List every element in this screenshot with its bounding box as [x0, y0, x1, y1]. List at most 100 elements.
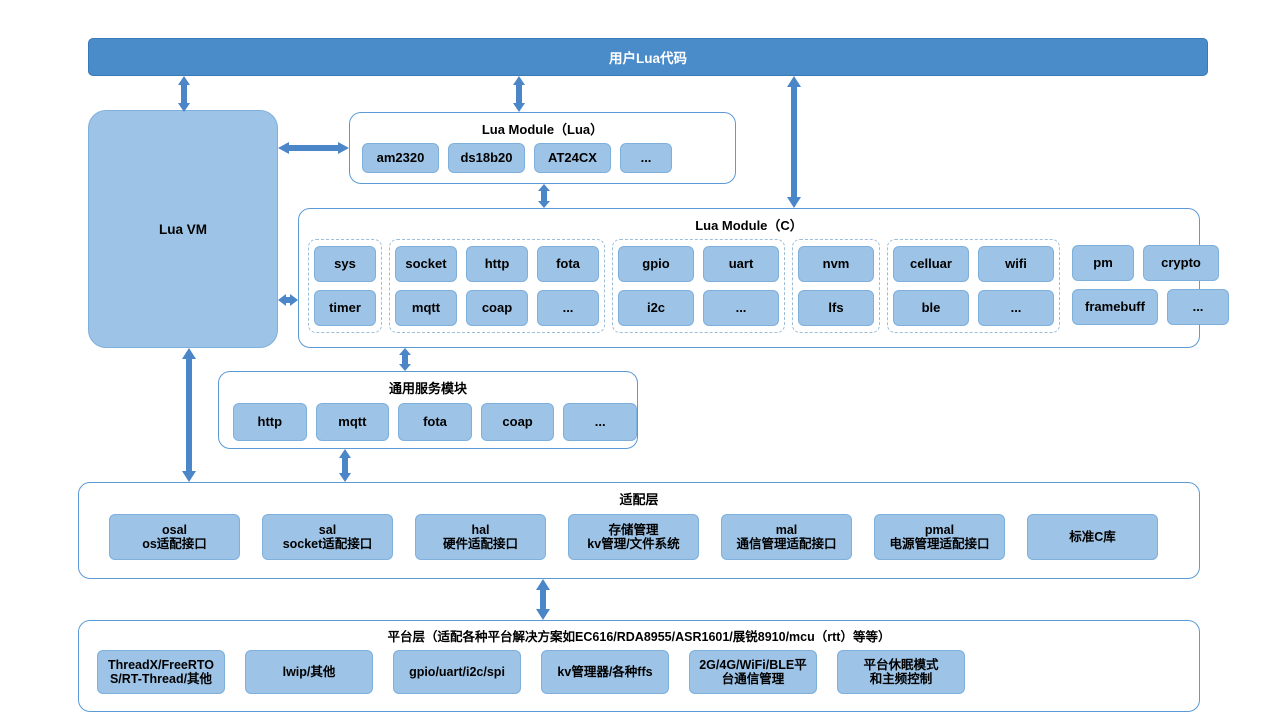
module-chip-am2320[interactable]: am2320 — [362, 143, 439, 173]
platform-chip-comm[interactable]: 2G/4G/WiFi/BLE平 台通信管理 — [689, 650, 817, 694]
module-chip-wifi[interactable]: wifi — [978, 246, 1054, 282]
module-group-peripheral: gpio uart i2c ... — [612, 239, 785, 333]
adapt-chip-pmal[interactable]: pmal 电源管理适配接口 — [874, 514, 1005, 560]
common-service-items: http mqtt fota coap ... — [233, 403, 637, 441]
module-group-wireless: celluar wifi ble ... — [887, 239, 1060, 333]
adaptation-layer-items: osal os适配接口 sal socket适配接口 hal 硬件适配接口 存储… — [109, 514, 1199, 560]
platform-chip-power[interactable]: 平台休眠模式 和主频控制 — [837, 650, 965, 694]
lua-module-lua-title: Lua Module（Lua） — [481, 122, 604, 137]
adapt-pmal-line2: 电源管理适配接口 — [889, 537, 990, 551]
platform-peripheral-line1: gpio/uart/i2c/spi — [409, 664, 505, 679]
module-chip-sys[interactable]: sys — [314, 246, 376, 282]
module-group-core: sys timer — [308, 239, 382, 333]
platform-layer-panel: 平台层（适配各种平台解决方案如EC616/RDA8955/ASR1601/展锐8… — [78, 620, 1200, 712]
module-chip-i2c[interactable]: i2c — [618, 290, 694, 326]
adapt-mal-line1: mal — [775, 522, 798, 537]
adapt-mal-line2: 通信管理适配接口 — [736, 537, 837, 551]
adapt-chip-storage[interactable]: 存储管理 kv管理/文件系统 — [568, 514, 699, 560]
adapt-storage-line1: 存储管理 — [608, 522, 659, 537]
module-chip-ble[interactable]: ble — [893, 290, 969, 326]
module-chip-socket[interactable]: socket — [395, 246, 457, 282]
platform-layer-title: 平台层（适配各种平台解决方案如EC616/RDA8955/ASR1601/展锐8… — [387, 630, 891, 644]
user-lua-code-bar: 用户Lua代码 — [88, 38, 1208, 76]
module-chip-http[interactable]: http — [466, 246, 528, 282]
platform-chip-os[interactable]: ThreadX/FreeRTO S/RT-Thread/其他 — [97, 650, 225, 694]
module-chip-uart[interactable]: uart — [703, 246, 779, 282]
arrow-lua-module-to-c-module — [537, 184, 551, 208]
adaptation-layer-panel: 适配层 osal os适配接口 sal socket适配接口 hal 硬件适配接… — [78, 482, 1200, 579]
module-chip-celluar[interactable]: celluar — [893, 246, 969, 282]
module-chip-pm[interactable]: pm — [1072, 245, 1134, 281]
platform-chip-storage[interactable]: kv管理器/各种ffs — [541, 650, 669, 694]
platform-storage-line1: kv管理器/各种ffs — [557, 664, 653, 679]
adapt-osal-line1: osal — [161, 522, 187, 537]
platform-os-line1: ThreadX/FreeRTO — [107, 657, 215, 672]
arrow-luavm-to-c-module — [278, 293, 298, 307]
module-group-network: socket http fota mqtt coap ... — [389, 239, 605, 333]
common-service-title: 通用服务模块 — [388, 381, 467, 396]
module-chip-network-more[interactable]: ... — [537, 290, 599, 326]
adapt-chip-sal[interactable]: sal socket适配接口 — [262, 514, 393, 560]
service-chip-more[interactable]: ... — [563, 403, 637, 441]
module-chip-coap[interactable]: coap — [466, 290, 528, 326]
adapt-sal-line1: sal — [318, 522, 337, 537]
arrow-luavm-to-lua-module — [278, 141, 349, 155]
platform-os-line2: S/RT-Thread/其他 — [109, 672, 213, 686]
arrow-topbar-to-luavm — [177, 76, 191, 112]
adapt-chip-mal[interactable]: mal 通信管理适配接口 — [721, 514, 852, 560]
module-chip-nvm[interactable]: nvm — [798, 246, 874, 282]
module-chip-peripheral-more[interactable]: ... — [703, 290, 779, 326]
common-service-panel: 通用服务模块 http mqtt fota coap ... — [218, 371, 638, 449]
adapt-sal-line2: socket适配接口 — [282, 537, 373, 551]
platform-power-line1: 平台休眠模式 — [863, 657, 939, 672]
lua-module-lua-panel: Lua Module（Lua） am2320 ds18b20 AT24CX ..… — [349, 112, 736, 184]
adapt-chip-hal[interactable]: hal 硬件适配接口 — [415, 514, 546, 560]
platform-comm-line2: 台通信管理 — [721, 672, 785, 686]
module-chip-more[interactable]: ... — [620, 143, 672, 173]
module-chip-at24cx[interactable]: AT24CX — [534, 143, 611, 173]
module-chip-crypto[interactable]: crypto — [1143, 245, 1219, 281]
platform-chip-lwip[interactable]: lwip/其他 — [245, 650, 373, 694]
platform-power-line2: 和主频控制 — [869, 672, 933, 686]
module-chip-wireless-more[interactable]: ... — [978, 290, 1054, 326]
module-chip-framebuff[interactable]: framebuff — [1072, 289, 1158, 325]
module-chip-ds18b20[interactable]: ds18b20 — [448, 143, 525, 173]
adapt-chip-stdc[interactable]: 标准C库 — [1027, 514, 1158, 560]
lua-module-c-title: Lua Module（C） — [695, 218, 803, 233]
module-chip-lfs[interactable]: lfs — [798, 290, 874, 326]
module-chip-gpio[interactable]: gpio — [618, 246, 694, 282]
platform-lwip-line1: lwip/其他 — [282, 664, 336, 679]
lua-vm-box: Lua VM — [88, 110, 278, 348]
arrow-topbar-to-c-module — [786, 76, 802, 208]
arrow-topbar-to-lua-module — [512, 76, 526, 112]
lua-module-lua-items: am2320 ds18b20 AT24CX ... — [362, 143, 735, 173]
arrow-luavm-to-adaptation — [181, 348, 197, 482]
arrow-adaptation-to-platform — [535, 579, 551, 620]
module-chip-fota[interactable]: fota — [537, 246, 599, 282]
adapt-hal-line1: hal — [471, 522, 490, 537]
module-chip-mqtt[interactable]: mqtt — [395, 290, 457, 326]
module-chip-timer[interactable]: timer — [314, 290, 376, 326]
lua-vm-label: Lua VM — [158, 221, 207, 237]
service-chip-http[interactable]: http — [233, 403, 307, 441]
arrow-c-module-to-service — [398, 348, 412, 371]
service-chip-coap[interactable]: coap — [480, 403, 555, 441]
adapt-chip-osal[interactable]: osal os适配接口 — [109, 514, 240, 560]
lua-module-c-panel: Lua Module（C） sys timer socket http fota… — [298, 208, 1229, 348]
platform-chip-peripheral[interactable]: gpio/uart/i2c/spi — [393, 650, 521, 694]
adapt-storage-line2: kv管理/文件系统 — [587, 537, 680, 551]
module-group-storage: nvm lfs — [792, 239, 880, 333]
arrow-service-to-adaptation — [338, 449, 352, 482]
adaptation-layer-title: 适配层 — [619, 492, 659, 507]
lua-module-c-groups: sys timer socket http fota mqtt coap ...… — [308, 239, 1229, 333]
service-chip-fota[interactable]: fota — [398, 403, 472, 441]
adapt-pmal-line1: pmal — [924, 522, 955, 537]
platform-comm-line1: 2G/4G/WiFi/BLE平 — [699, 657, 807, 672]
user-lua-code-label: 用户Lua代码 — [608, 51, 687, 66]
adapt-stdc-line1: 标准C库 — [1069, 529, 1116, 544]
module-group-system: pm crypto framebuff ... — [1067, 239, 1234, 331]
platform-layer-items: ThreadX/FreeRTO S/RT-Thread/其他 lwip/其他 g… — [97, 650, 1199, 694]
service-chip-mqtt[interactable]: mqtt — [315, 403, 390, 441]
module-chip-system-more[interactable]: ... — [1167, 289, 1229, 325]
